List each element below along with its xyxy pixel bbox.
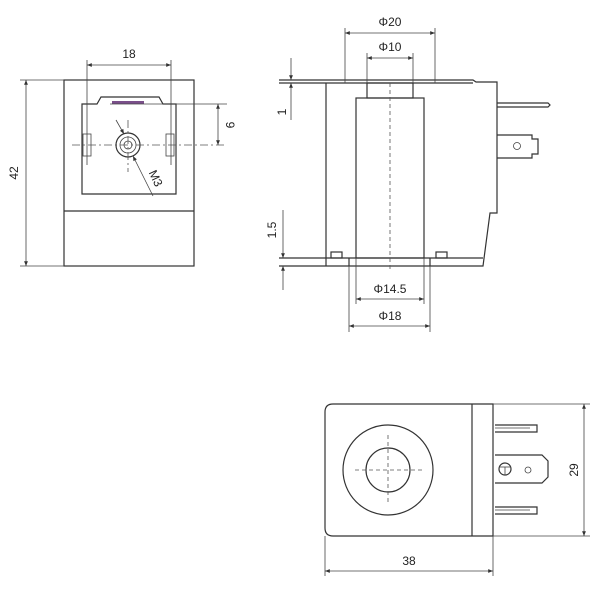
- side-body-outline: [279, 79, 498, 267]
- dim-tube-dia: Φ14.5: [374, 282, 407, 296]
- dim-flange-dia: Φ18: [379, 309, 402, 323]
- terminal-spade: [497, 134, 539, 159]
- dim-outer-dia: Φ20: [379, 15, 402, 29]
- dim-height-29: 29: [567, 463, 581, 477]
- dim-inner-dia: Φ10: [379, 40, 402, 54]
- dim-thread-m3: M3: [146, 168, 166, 189]
- dim-bottom-plate: 1.5: [265, 221, 279, 238]
- dim-width-38: 38: [402, 554, 416, 568]
- coil-body-outline: [63, 79, 195, 267]
- top-view: 29 38: [324, 403, 590, 576]
- side-view: Φ20 Φ10 1 1.5 Φ14.5 Φ18: [265, 15, 551, 332]
- front-view: 18 42 9 M3: [7, 47, 237, 267]
- terminal-top: [495, 424, 538, 433]
- dim-width-18: 18: [122, 47, 136, 61]
- dim-height-42: 42: [7, 166, 21, 180]
- dim-offset-9: 9: [223, 122, 237, 129]
- terminal-ground: [495, 454, 549, 484]
- dim-top-plate: 1: [275, 108, 289, 115]
- terminal-pin: [497, 102, 551, 108]
- seal-strip: [112, 101, 144, 104]
- top-body-outline: [324, 403, 494, 537]
- terminal-bottom: [495, 506, 538, 515]
